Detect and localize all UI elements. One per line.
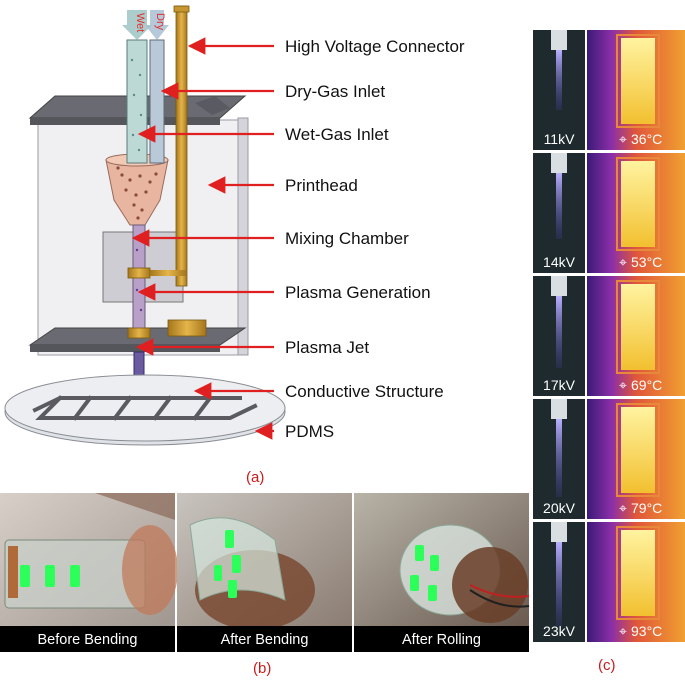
- voltage-label: 23kV: [543, 623, 576, 639]
- crosshair-icon: ⌖: [619, 500, 627, 516]
- temperature-label: 36°C: [631, 131, 662, 147]
- led-row-1: [20, 565, 80, 587]
- inlet-dry-label: Dry: [154, 13, 166, 31]
- led-row-3: [410, 545, 439, 601]
- hot-zone: [621, 530, 655, 616]
- label-plasma-generation: Plasma Generation: [285, 283, 431, 302]
- nozzle: [551, 30, 567, 50]
- nozzle: [551, 153, 567, 173]
- label-mixing-chamber: Mixing Chamber: [285, 229, 409, 248]
- panel-a-schematic: Wet Dry: [4, 5, 465, 486]
- temperature-label: 93°C: [631, 623, 662, 639]
- label-arrows: [131, 37, 274, 440]
- heat-frame: [616, 526, 660, 620]
- label-printhead: Printhead: [285, 176, 358, 195]
- temperature-label: 53°C: [631, 254, 662, 270]
- led-row-2: [214, 530, 241, 598]
- label-dry-gas-inlet: Dry-Gas Inlet: [285, 82, 385, 101]
- inlet-wet-label: Wet: [134, 13, 146, 32]
- temperature-label: 79°C: [631, 500, 662, 516]
- plasma-jet: [556, 296, 562, 368]
- crosshair-icon: ⌖: [619, 254, 627, 270]
- thermal-row: 20kV ⌖79°C: [533, 399, 685, 519]
- conductive-structure: [32, 395, 258, 421]
- plasma-jet: [556, 542, 562, 626]
- crosshair-icon: ⌖: [619, 377, 627, 393]
- panel-b-caption: (b): [253, 660, 271, 677]
- hot-zone: [621, 407, 655, 493]
- panel-c-thermal: 11kV⌖36°C14kV⌖53°C17kV⌖69°C20kV⌖79°C23kV…: [533, 30, 685, 642]
- label-wet-gas-inlet: Wet-Gas Inlet: [285, 125, 389, 144]
- nozzle: [551, 399, 567, 419]
- crosshair-icon: ⌖: [619, 131, 627, 147]
- heat-frame: [616, 403, 660, 497]
- thermal-row: 23kV ⌖93°C: [533, 522, 685, 642]
- powder-particles: [116, 166, 158, 220]
- photo-after-rolling: After Rolling: [354, 493, 530, 652]
- voltage-label: 11kV: [544, 131, 576, 147]
- thermal-row: 17kV ⌖69°C: [533, 276, 685, 396]
- label-high-voltage-connector: High Voltage Connector: [285, 37, 465, 56]
- caption-after-rolling: After Rolling: [402, 632, 481, 648]
- nozzle: [551, 276, 567, 296]
- photo-before-bending: Before Bending: [0, 493, 178, 652]
- label-pdms: PDMS: [285, 422, 334, 441]
- temperature-label: 69°C: [631, 377, 662, 393]
- plasma-jet: [556, 173, 562, 239]
- plasma-jet: [556, 50, 562, 110]
- panel-b-photos: Before Bending After Bending: [0, 493, 530, 677]
- heat-frame: [616, 280, 660, 374]
- crosshair-icon: ⌖: [619, 623, 627, 639]
- voltage-label: 14kV: [543, 254, 576, 270]
- hot-zone: [621, 38, 655, 124]
- hot-zone: [621, 161, 655, 247]
- panel-a-caption: (a): [246, 469, 264, 486]
- thermal-row: 11kV ⌖36°C: [533, 30, 685, 150]
- voltage-label: 20kV: [543, 500, 576, 516]
- caption-before-bending: Before Bending: [38, 632, 138, 648]
- heat-frame: [616, 34, 660, 128]
- heat-frame: [616, 157, 660, 251]
- thermal-row: 14kV ⌖53°C: [533, 153, 685, 273]
- photo-after-bending: After Bending: [177, 493, 352, 652]
- label-conductive-structure: Conductive Structure: [285, 382, 444, 401]
- nozzle: [551, 522, 567, 542]
- panel-c-caption: (c): [598, 657, 616, 674]
- hot-zone: [621, 284, 655, 370]
- label-plasma-jet: Plasma Jet: [285, 338, 369, 357]
- caption-after-bending: After Bending: [221, 632, 309, 648]
- voltage-label: 17kV: [543, 377, 576, 393]
- plasma-jet: [556, 419, 562, 497]
